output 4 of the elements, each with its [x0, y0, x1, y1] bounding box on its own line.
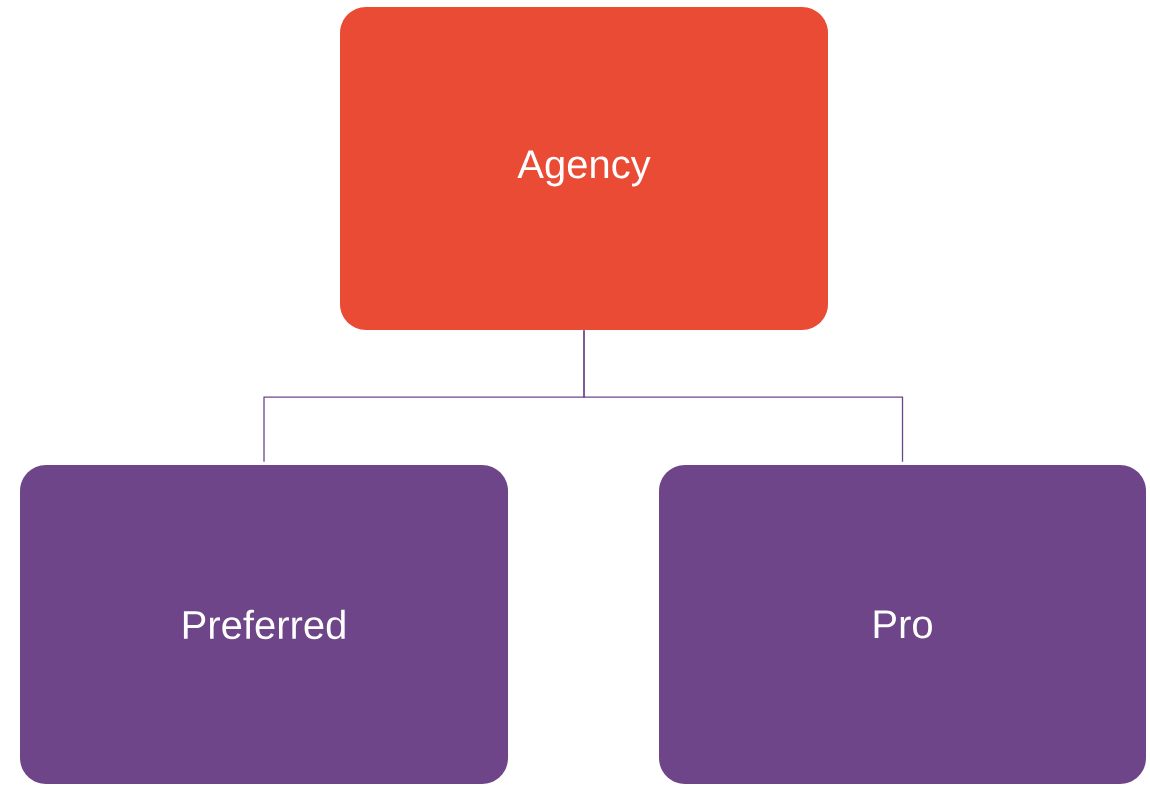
connector-line [583, 329, 904, 463]
org-box: Preferred [20, 465, 508, 784]
org-box: Pro [659, 465, 1146, 784]
org-box: Agency [340, 7, 828, 330]
